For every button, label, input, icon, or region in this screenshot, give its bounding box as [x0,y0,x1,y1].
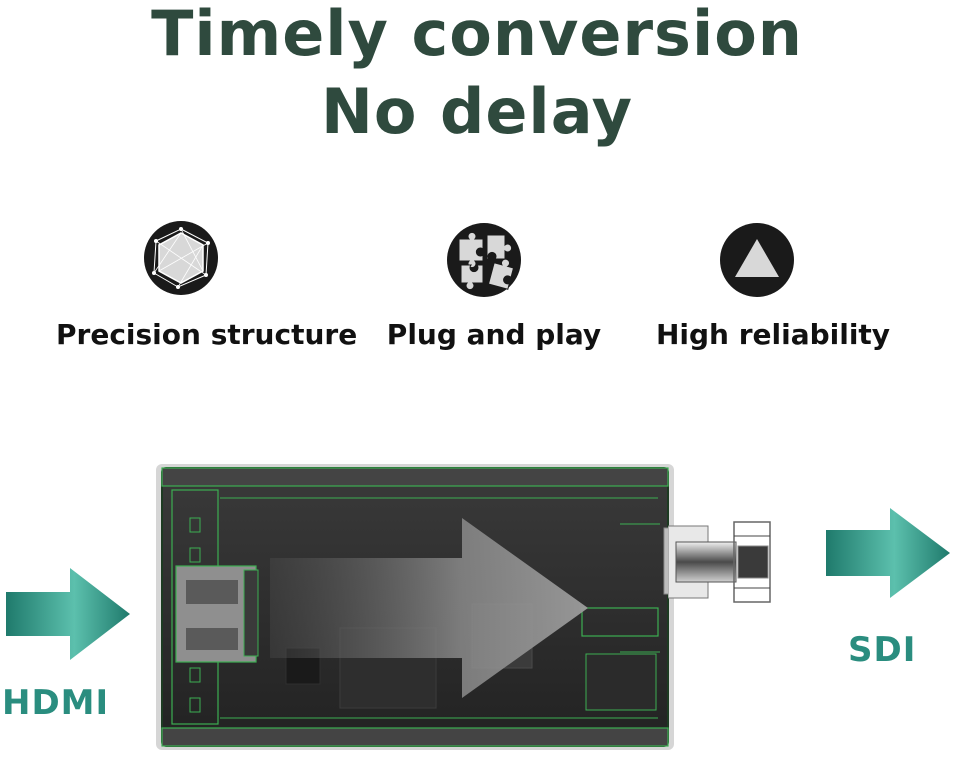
bnc-connector-illustration [668,521,771,603]
converter-device-illustration [156,464,689,750]
triangle-icon [720,223,794,297]
feature-label-reliability: High reliability [655,318,891,351]
headline-line-1: Timely conversion [151,0,803,70]
feature-label-plug: Plug and play [386,318,602,351]
hdmi-label: HDMI [2,683,110,723]
sdi-label: SDI [848,630,917,670]
input-arrow-icon [6,568,130,660]
hexagon-network-icon [144,221,218,295]
puzzle-icon [447,223,521,297]
feature-label-precision: Precision structure [56,318,358,351]
output-arrow-icon [826,508,950,598]
headline-line-2: No delay [320,75,634,148]
